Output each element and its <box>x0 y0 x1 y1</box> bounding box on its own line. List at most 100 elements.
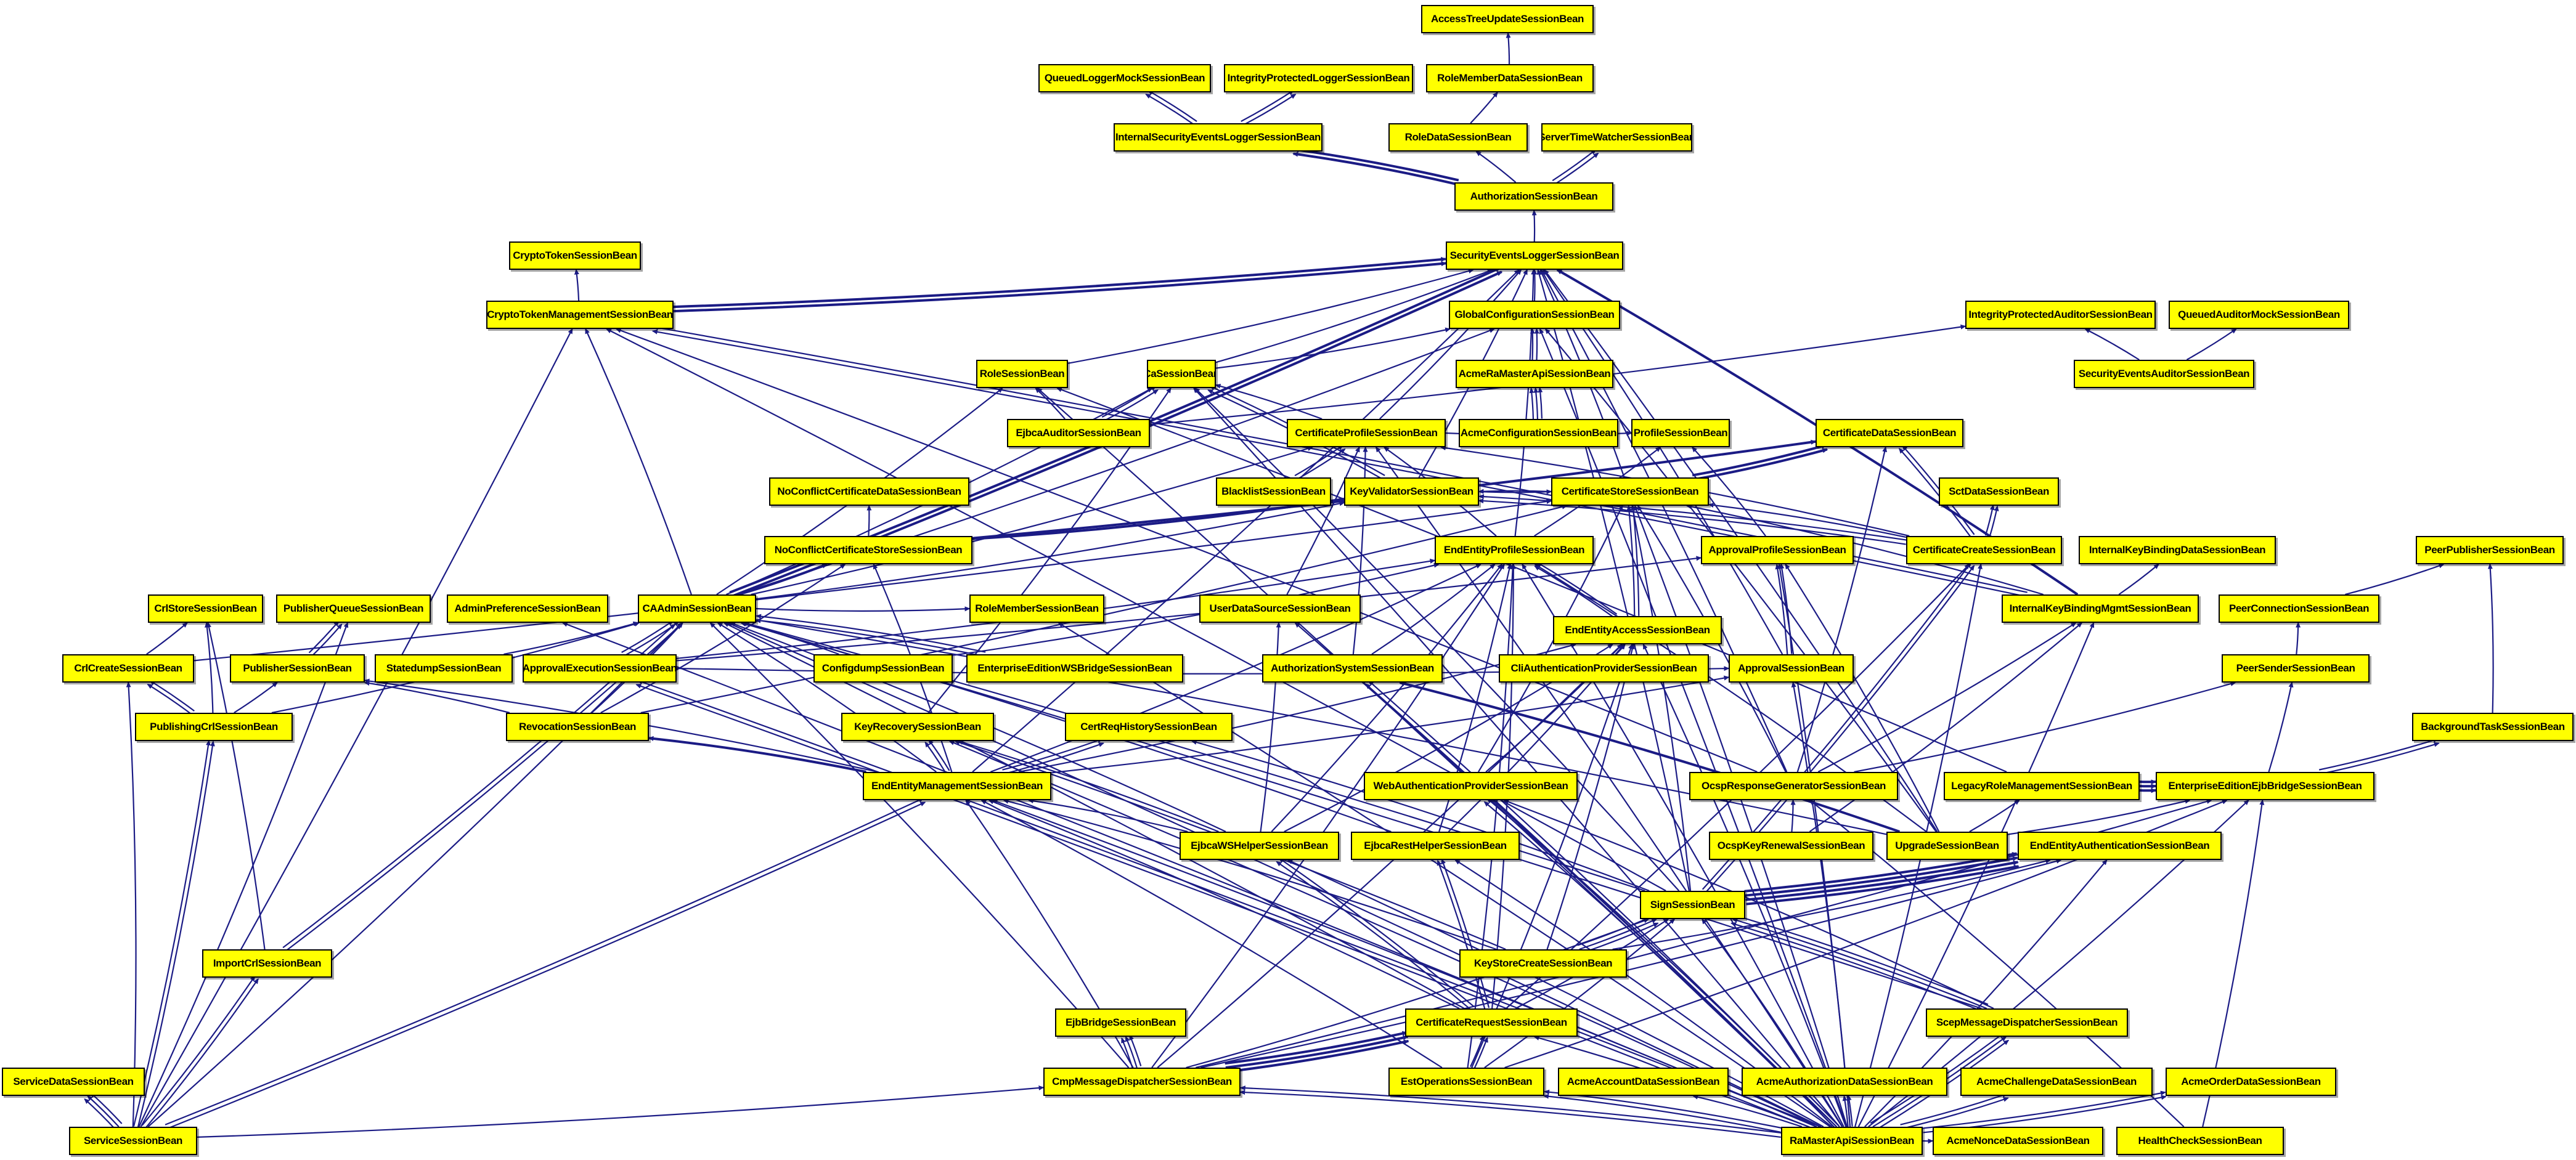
node-PublisherSessionBean[interactable]: PublisherSessionBean <box>230 654 365 683</box>
node-OcspResponseGeneratorSessionBean[interactable]: OcspResponseGeneratorSessionBean <box>1689 772 1898 800</box>
node-AcmeChallengeDataSessionBean[interactable]: AcmeChallengeDataSessionBean <box>1960 1068 2153 1096</box>
node-CAAdminSessionBean[interactable]: CAAdminSessionBean <box>638 594 756 623</box>
node-EjbcaRestHelperSessionBean[interactable]: EjbcaRestHelperSessionBean <box>1351 832 1520 860</box>
node-NoConflictCertificateDataSessionBean[interactable]: NoConflictCertificateDataSessionBean <box>769 477 969 506</box>
node-InternalSecurityEventsLoggerSessionBean[interactable]: InternalSecurityEventsLoggerSessionBean <box>1114 123 1323 152</box>
node-CryptoTokenSessionBean[interactable]: CryptoTokenSessionBean <box>509 241 641 270</box>
node-StatedumpSessionBean[interactable]: StatedumpSessionBean <box>375 654 513 683</box>
node-RoleMemberSessionBean[interactable]: RoleMemberSessionBean <box>969 594 1104 623</box>
node-ApprovalSessionBean[interactable]: ApprovalSessionBean <box>1729 654 1854 683</box>
node-SctDataSessionBean[interactable]: SctDataSessionBean <box>1939 477 2059 506</box>
node-CertificateStoreSessionBean[interactable]: CertificateStoreSessionBean <box>1551 477 1709 506</box>
edge-ServiceSessionBean-to-CryptoTokenManagementSessionBean <box>140 328 573 1127</box>
node-BackgroundTaskSessionBean[interactable]: BackgroundTaskSessionBean <box>2412 713 2574 741</box>
node-SignSessionBean[interactable]: SignSessionBean <box>1640 891 1745 919</box>
node-AcmeNonceDataSessionBean[interactable]: AcmeNonceDataSessionBean <box>1933 1127 2103 1155</box>
edge-EndEntityManagementSessionBean-to-KeyRecoverySessionBean <box>928 739 950 771</box>
edge-RaMasterApiSessionBean-to-KeyRecoverySessionBean <box>948 740 1820 1127</box>
edge-AcmeConfigurationSessionBean-to-AcmeRaMasterApiSessionBean <box>1533 387 1539 420</box>
edge-ServiceSessionBean-to-ServiceDataSessionBean <box>87 1095 120 1127</box>
node-CaSessionBean[interactable]: CaSessionBean <box>1147 360 1216 388</box>
node-EnterpriseEditionWSBridgeSessionBean[interactable]: EnterpriseEditionWSBridgeSessionBean <box>966 654 1183 683</box>
edge-UserDataSourceSessionBean-to-CertificateProfileSessionBean <box>1286 446 1360 595</box>
node-EjbcaAuditorSessionBean[interactable]: EjbcaAuditorSessionBean <box>1007 419 1150 447</box>
node-ServerTimeWatcherSessionBean[interactable]: ServerTimeWatcherSessionBean <box>1541 123 1692 152</box>
node-EndEntityAccessSessionBean[interactable]: EndEntityAccessSessionBean <box>1553 616 1722 644</box>
node-ImportCrlSessionBean[interactable]: ImportCrlSessionBean <box>202 949 332 978</box>
node-AcmeOrderDataSessionBean[interactable]: AcmeOrderDataSessionBean <box>2166 1068 2336 1096</box>
edge-ScepMessageDispatcherSessionBean-to-SignSessionBean <box>1732 918 1987 1010</box>
node-KeyValidatorSessionBean[interactable]: KeyValidatorSessionBean <box>1344 477 1479 506</box>
node-IntegrityProtectedLoggerSessionBean[interactable]: IntegrityProtectedLoggerSessionBean <box>1224 64 1413 92</box>
node-CrlStoreSessionBean[interactable]: CrlStoreSessionBean <box>148 594 263 623</box>
node-OcspKeyRenewalSessionBean[interactable]: OcspKeyRenewalSessionBean <box>1709 832 1873 860</box>
node-PublisherQueueSessionBean[interactable]: PublisherQueueSessionBean <box>276 594 431 623</box>
node-AcmeAccountDataSessionBean[interactable]: AcmeAccountDataSessionBean <box>1558 1068 1729 1096</box>
node-SecurityEventsLoggerSessionBean[interactable]: SecurityEventsLoggerSessionBean <box>1446 241 1623 270</box>
node-AcmeRaMasterApiSessionBean[interactable]: AcmeRaMasterApiSessionBean <box>1456 360 1613 388</box>
node-CliAuthenticationProviderSessionBean[interactable]: CliAuthenticationProviderSessionBean <box>1499 654 1709 683</box>
node-IntegrityProtectedAuditorSessionBean[interactable]: IntegrityProtectedAuditorSessionBean <box>1965 301 2156 329</box>
node-PeerConnectionSessionBean[interactable]: PeerConnectionSessionBean <box>2219 594 2379 623</box>
node-QueuedLoggerMockSessionBean[interactable]: QueuedLoggerMockSessionBean <box>1038 64 1211 92</box>
node-SecurityEventsAuditorSessionBean[interactable]: SecurityEventsAuditorSessionBean <box>2074 360 2254 388</box>
node-UpgradeSessionBean[interactable]: UpgradeSessionBean <box>1886 832 2008 860</box>
node-BlacklistSessionBean[interactable]: BlacklistSessionBean <box>1216 477 1331 506</box>
node-ServiceDataSessionBean[interactable]: ServiceDataSessionBean <box>2 1068 145 1096</box>
node-RevocationSessionBean[interactable]: RevocationSessionBean <box>506 713 649 741</box>
node-CmpMessageDispatcherSessionBean[interactable]: CmpMessageDispatcherSessionBean <box>1043 1068 1241 1096</box>
edge-CertificateRequestSessionBean-to-EjbcaRestHelperSessionBean <box>1437 859 1486 1010</box>
node-UserDataSourceSessionBean[interactable]: UserDataSourceSessionBean <box>1199 594 1361 623</box>
node-EndEntityProfileSessionBean[interactable]: EndEntityProfileSessionBean <box>1435 536 1594 564</box>
node-HealthCheckSessionBean[interactable]: HealthCheckSessionBean <box>2116 1127 2284 1155</box>
node-PeerPublisherSessionBean[interactable]: PeerPublisherSessionBean <box>2416 536 2564 564</box>
edge-RoleMemberDataSessionBean-to-AccessTreeUpdateSessionBean <box>1506 32 1511 65</box>
node-CryptoTokenManagementSessionBean[interactable]: CryptoTokenManagementSessionBean <box>486 301 674 329</box>
node-EjbcaWSHelperSessionBean[interactable]: EjbcaWSHelperSessionBean <box>1180 832 1339 860</box>
node-CertReqHistorySessionBean[interactable]: CertReqHistorySessionBean <box>1065 713 1233 741</box>
node-CertificateRequestSessionBean[interactable]: CertificateRequestSessionBean <box>1405 1008 1578 1037</box>
node-InternalKeyBindingDataSessionBean[interactable]: InternalKeyBindingDataSessionBean <box>2079 536 2276 564</box>
node-AcmeConfigurationSessionBean[interactable]: AcmeConfigurationSessionBean <box>1459 419 1618 447</box>
node-RoleMemberDataSessionBean[interactable]: RoleMemberDataSessionBean <box>1426 64 1594 92</box>
edge-ConfigdumpSessionBean-to-EndEntityProfileSessionBean <box>952 562 1440 656</box>
node-EjbBridgeSessionBean[interactable]: EjbBridgeSessionBean <box>1055 1008 1186 1037</box>
node-ScepMessageDispatcherSessionBean[interactable]: ScepMessageDispatcherSessionBean <box>1926 1008 2128 1037</box>
node-ConfigdumpSessionBean[interactable]: ConfigdumpSessionBean <box>813 654 953 683</box>
edge-EndEntityManagementSessionBean-to-KeyRecoverySessionBean <box>924 741 947 774</box>
node-EnterpriseEditionEjbBridgeSessionBean[interactable]: EnterpriseEditionEjbBridgeSessionBean <box>2156 772 2374 800</box>
node-PublishingCrlSessionBean[interactable]: PublishingCrlSessionBean <box>135 713 293 741</box>
node-RaMasterApiSessionBean[interactable]: RaMasterApiSessionBean <box>1781 1127 1923 1155</box>
node-InternalKeyBindingMgmtSessionBean[interactable]: InternalKeyBindingMgmtSessionBean <box>2002 594 2199 623</box>
node-GlobalConfigurationSessionBean[interactable]: GlobalConfigurationSessionBean <box>1449 301 1620 329</box>
node-CertificateCreateSessionBean[interactable]: CertificateCreateSessionBean <box>1906 536 2062 564</box>
node-CertificateProfileSessionBean[interactable]: CertificateProfileSessionBean <box>1287 419 1446 447</box>
node-ServiceSessionBean[interactable]: ServiceSessionBean <box>69 1127 197 1155</box>
node-NoConflictCertificateStoreSessionBean[interactable]: NoConflictCertificateStoreSessionBean <box>764 536 972 564</box>
node-AuthorizationSystemSessionBean[interactable]: AuthorizationSystemSessionBean <box>1262 654 1443 683</box>
node-AccessTreeUpdateSessionBean[interactable]: AccessTreeUpdateSessionBean <box>1421 5 1594 33</box>
node-AcmeAuthorizationDataSessionBean[interactable]: AcmeAuthorizationDataSessionBean <box>1742 1068 1947 1096</box>
node-KeyRecoverySessionBean[interactable]: KeyRecoverySessionBean <box>841 713 994 741</box>
edge-CertificateProfileSessionBean-to-CaSessionBean <box>1215 384 1323 420</box>
edge-ServiceSessionBean-to-EndEntityManagementSessionBean <box>165 797 924 1126</box>
node-CertificateDataSessionBean[interactable]: CertificateDataSessionBean <box>1816 419 1963 447</box>
node-EstOperationsSessionBean[interactable]: EstOperationsSessionBean <box>1388 1068 1544 1096</box>
node-ApprovalProfileSessionBean[interactable]: ApprovalProfileSessionBean <box>1701 536 1854 564</box>
node-QueuedAuditorMockSessionBean[interactable]: QueuedAuditorMockSessionBean <box>2169 301 2349 329</box>
node-ProfileSessionBean[interactable]: ProfileSessionBean <box>1631 419 1730 447</box>
node-RoleDataSessionBean[interactable]: RoleDataSessionBean <box>1388 123 1528 152</box>
node-EndEntityManagementSessionBean[interactable]: EndEntityManagementSessionBean <box>863 772 1051 800</box>
node-PeerSenderSessionBean[interactable]: PeerSenderSessionBean <box>2222 654 2370 683</box>
edge-AuthorizationSessionBean-to-InternalSecurityEventsLoggerSessionBean <box>1293 147 1459 182</box>
node-AdminPreferenceSessionBean[interactable]: AdminPreferenceSessionBean <box>447 594 608 623</box>
node-WebAuthenticationProviderSessionBean[interactable]: WebAuthenticationProviderSessionBean <box>1364 772 1578 800</box>
node-ApprovalExecutionSessionBean[interactable]: ApprovalExecutionSessionBean <box>523 654 677 683</box>
node-RoleSessionBean[interactable]: RoleSessionBean <box>976 360 1068 388</box>
node-CrlCreateSessionBean[interactable]: CrlCreateSessionBean <box>62 654 194 683</box>
node-KeyStoreCreateSessionBean[interactable]: KeyStoreCreateSessionBean <box>1459 949 1627 978</box>
node-EndEntityAuthenticationSessionBean[interactable]: EndEntityAuthenticationSessionBean <box>2018 832 2222 860</box>
node-LegacyRoleManagementSessionBean[interactable]: LegacyRoleManagementSessionBean <box>1944 772 2140 800</box>
edge-ServiceSessionBean-to-ImportCrlSessionBean <box>141 975 256 1126</box>
node-AuthorizationSessionBean[interactable]: AuthorizationSessionBean <box>1454 182 1613 211</box>
